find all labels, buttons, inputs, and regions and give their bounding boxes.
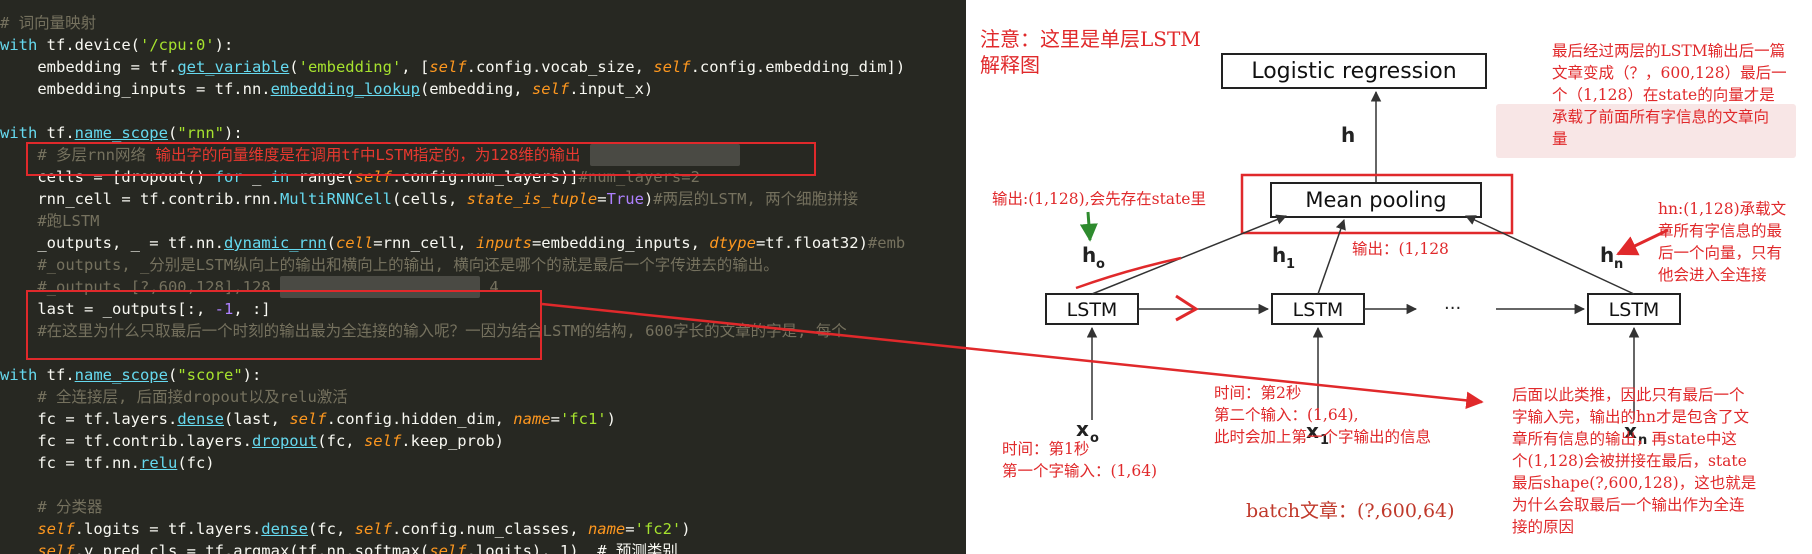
- lstm-diagram: Logistic regression h Mean pooling LSTM …: [966, 0, 1812, 554]
- svg-text:1: 1: [1286, 257, 1295, 272]
- h1-label: h: [1272, 243, 1286, 267]
- code-line: cells = [dropout() for _ in range(self.c…: [0, 168, 700, 186]
- note-output-left: 输出:(1,128),会先存在state里: [992, 190, 1206, 208]
- note-hn: hn:(1,128)承载文 章所有字信息的最 后一个向量，只有 他会进入全连接: [1658, 200, 1787, 284]
- code-line: # 全连接层, 后面接dropout以及relu激活: [0, 388, 348, 406]
- hn-label: h: [1600, 243, 1614, 267]
- comment: # 词向量映射: [0, 14, 97, 32]
- svg-text:1: 1: [1320, 433, 1329, 448]
- red-arrow-hn: [1616, 228, 1669, 256]
- code-line: fc = tf.layers.dense(last, self.config.h…: [0, 410, 616, 428]
- code-line: #_outputs [?,600,128],128 x 4: [0, 276, 499, 298]
- code-line: self.y_pred_cls = tf.argmax(tf.nn.softma…: [37, 542, 678, 554]
- svg-text:n: n: [1614, 257, 1623, 272]
- diagram-title: 注意：这里是单层LSTM 解释图: [980, 27, 1201, 77]
- code-line: fc = tf.contrib.layers.dropout(fc, self.…: [0, 432, 504, 450]
- code-line: embedding = tf.get_variable('embedding',…: [0, 58, 906, 76]
- highlight-box-comment: [26, 142, 816, 176]
- mean-pooling-highlight: [1240, 173, 1514, 235]
- code-line: #跑LSTM: [0, 212, 100, 230]
- red-chevron: [1175, 294, 1199, 322]
- mean-pooling-box: [1270, 182, 1482, 218]
- code-line: with tf.device('/cpu:0'):: [0, 36, 234, 54]
- logistic-regression-box: [1221, 53, 1487, 89]
- lstm-box-n: [1587, 293, 1681, 325]
- svg-text:n: n: [1638, 433, 1647, 448]
- red-h0-stroke: [1075, 256, 1182, 290]
- code-line: # 分类器: [0, 498, 103, 516]
- code-line: self.logits = tf.layers.dense(fc, self.c…: [37, 520, 691, 538]
- code-line: last = _outputs[:, -1, :]: [0, 300, 271, 318]
- code-line: fc = tf.nn.relu(fc): [0, 454, 215, 472]
- note-top-right: 最后经过两层的LSTM输出后一篇 文章变成（？，600,128）最后一 个（1,…: [1552, 42, 1787, 148]
- h0-label: h: [1082, 243, 1096, 267]
- note-time-2: 时间：第2秒 第二个输入：(1,64), 此时会加上第一个字输出的信息: [1214, 384, 1432, 446]
- x1-label: x: [1306, 419, 1319, 443]
- lstm-label-0: LSTM: [1067, 299, 1118, 321]
- note-output-mid: 输出：(1,128: [1352, 240, 1449, 258]
- svg-text:o: o: [1096, 257, 1105, 272]
- code-line: # 多层rnn网络 输出字的向量维度是在调用tf中LSTM指定的，为128维的输…: [0, 144, 740, 166]
- logistic-regression-label: Logistic regression: [1251, 59, 1456, 84]
- h-label: h: [1341, 123, 1355, 147]
- green-arrow: [1079, 211, 1098, 242]
- code-line: # 词向量映射: [0, 12, 96, 34]
- ellipsis: ···: [1444, 298, 1461, 319]
- mean-pooling-label: Mean pooling: [1305, 188, 1446, 212]
- lstm-label-n: LSTM: [1609, 299, 1660, 321]
- code-line: embedding_inputs = tf.nn.embedding_looku…: [0, 80, 654, 98]
- code-line: _outputs, _ = tf.nn.dynamic_rnn(cell=rnn…: [0, 234, 906, 252]
- lstm-label-1: LSTM: [1293, 299, 1344, 321]
- code-editor[interactable]: # 词向量映射 with tf.device('/cpu:0'): embedd…: [0, 0, 966, 554]
- x0-label: x: [1076, 417, 1089, 441]
- svg-text:o: o: [1090, 431, 1099, 446]
- highlight-box-last-output: [26, 290, 542, 360]
- code-line: rnn_cell = tf.contrib.rnn.MultiRNNCell(c…: [0, 190, 859, 208]
- xn-label: x: [1624, 419, 1637, 443]
- note-time-1: 时间：第1秒 第一个字输入：(1,64): [1002, 440, 1158, 480]
- inline-annotation: 输出字的向量维度是在调用tf中LSTM指定的，为128维的输出: [146, 146, 581, 164]
- note-batch: batch文章：(?,600,64): [1246, 500, 1455, 522]
- code-line: #_outputs, _分别是LSTM纵向上的输出和横向上的输出, 横向还是哪个…: [0, 256, 779, 274]
- code-line: with tf.name_scope("rnn"):: [0, 124, 243, 142]
- note-bottom-right: 后面以此类推，因此只有最后一个 字输入完，输出的hn才是包含了文 章所有信息的输…: [1512, 386, 1757, 536]
- code-line: with tf.name_scope("score"):: [0, 366, 262, 384]
